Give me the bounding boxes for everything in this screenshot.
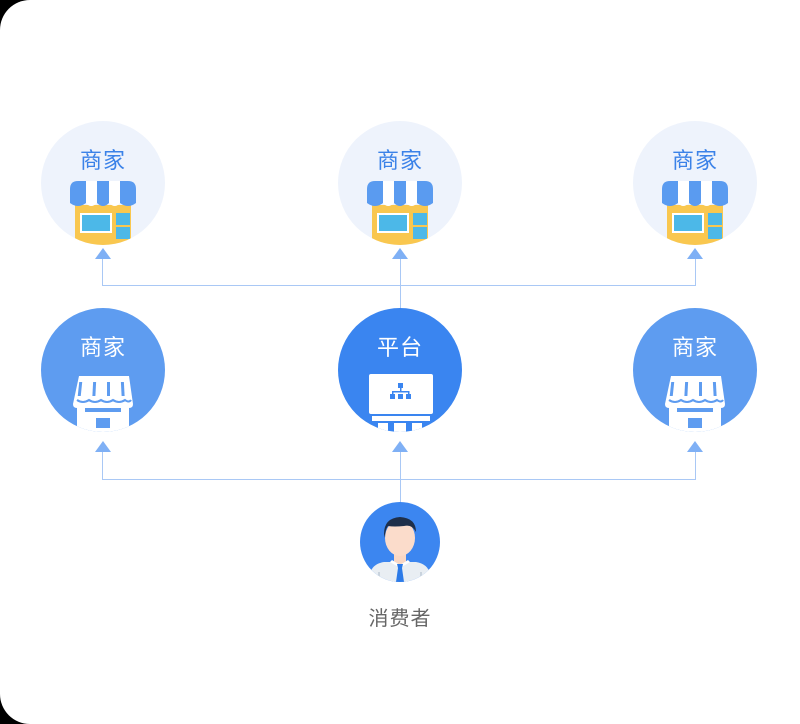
connector-top-right-vertical: [695, 258, 696, 286]
storefront-outline-icon: [73, 376, 133, 432]
connector-bottom-center-vertical: [400, 451, 401, 503]
merchant-node-top-center[interactable]: 商家: [338, 121, 462, 245]
arrow-up-icon: [95, 441, 111, 452]
merchant-node-top-left[interactable]: 商家: [41, 121, 165, 245]
connector-bottom-left-vertical: [102, 451, 103, 480]
arrow-up-icon: [95, 248, 111, 259]
connector-top-horizontal: [102, 285, 696, 286]
connector-top-center-vertical: [400, 258, 401, 310]
storefront-outline-icon: [665, 376, 725, 432]
platform-node[interactable]: 平台: [338, 308, 462, 432]
consumer-label: 消费者: [368, 606, 432, 630]
merchant-node-middle-left[interactable]: 商家: [41, 308, 165, 432]
arrow-up-icon: [687, 441, 703, 452]
merchant-node-middle-right[interactable]: 商家: [633, 308, 757, 432]
node-label: 商家: [376, 149, 423, 174]
monitor-org-chart-icon: [369, 374, 433, 432]
node-label: 商家: [671, 336, 718, 361]
arrow-up-icon: [392, 248, 408, 259]
node-label: 商家: [671, 149, 718, 174]
consumer-node[interactable]: [360, 502, 440, 582]
businessman-avatar-icon: [370, 517, 430, 582]
connector-bottom-horizontal: [102, 479, 696, 480]
storefront-color-icon: [662, 181, 728, 245]
node-label: 商家: [79, 336, 126, 361]
connector-bottom-right-vertical: [695, 451, 696, 480]
node-label: 平台: [376, 336, 423, 361]
arrow-up-icon: [392, 441, 408, 452]
storefront-color-icon: [367, 181, 433, 245]
connector-top-left-vertical: [102, 258, 103, 286]
merchant-node-top-right[interactable]: 商家: [633, 121, 757, 245]
node-label: 商家: [79, 149, 126, 174]
arrow-up-icon: [687, 248, 703, 259]
storefront-color-icon: [70, 181, 136, 245]
